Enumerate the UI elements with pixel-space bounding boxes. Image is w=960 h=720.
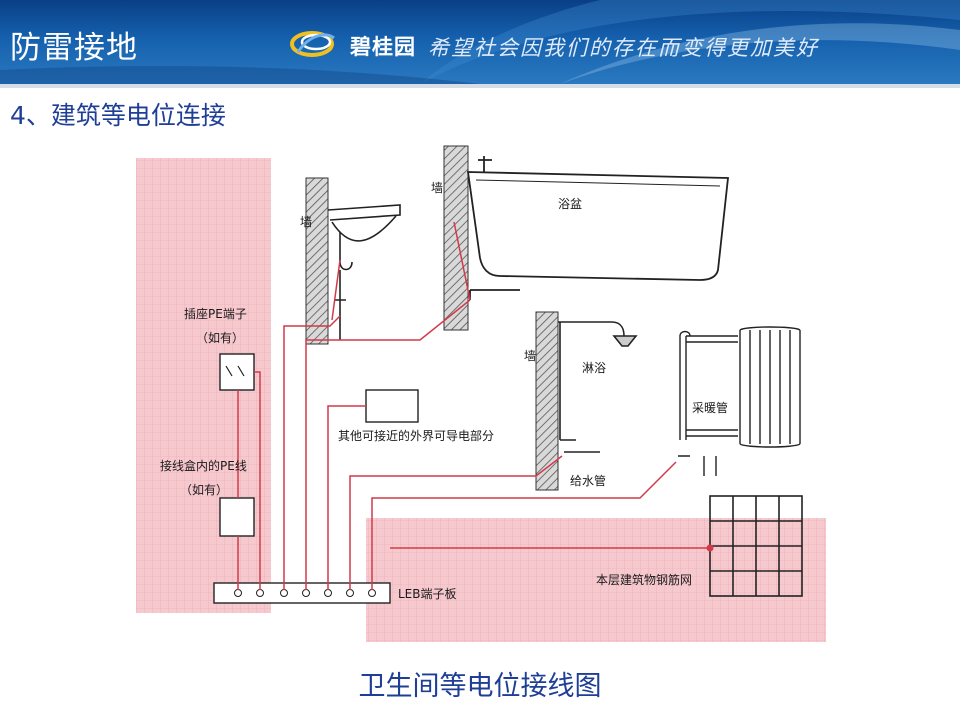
label-wall-1: 墙 <box>300 215 312 229</box>
rebar-connection-point <box>706 544 714 552</box>
label-leb-board: LEB端子板 <box>398 587 457 601</box>
label-heating-pipe: 采暖管 <box>692 400 728 415</box>
label-wall-2: 墙 <box>431 181 443 195</box>
diagram-caption: 卫生间等电位接线图 <box>358 671 602 702</box>
label-rebar-mesh: 本层建筑物钢筋网 <box>596 572 692 587</box>
logo-wordmark: 碧桂园 <box>350 35 416 59</box>
label-other-conductive-parts: 其他可接近的外界可导电部分 <box>338 428 494 443</box>
label-socket-pe-note: （如有） <box>196 330 244 345</box>
header-banner: 防雷接地 碧桂园 希望社会因我们的存在而变得更加美好 <box>0 0 960 84</box>
wall-3-shower <box>535 311 559 491</box>
header-divider <box>0 84 960 88</box>
header-swoosh-decoration <box>0 0 960 84</box>
wall-2-bathtub <box>443 145 469 331</box>
label-wall-3: 墙 <box>524 349 536 363</box>
leb-terminal-board <box>213 582 391 604</box>
wash-basin <box>327 204 401 340</box>
label-junction-pe-note: （如有） <box>180 482 228 497</box>
header-slogan: 希望社会因我们的存在而变得更加美好 <box>428 36 819 60</box>
label-junction-pe: 接线盒内的PE线 <box>160 458 247 473</box>
bonding-conductors <box>237 221 710 590</box>
section-heading: 4、建筑等电位连接 <box>10 101 226 130</box>
bathtub <box>466 156 730 300</box>
label-shower: 淋浴 <box>582 361 606 375</box>
socket-box <box>219 353 255 391</box>
label-water-pipe: 给水管 <box>570 473 606 488</box>
shaded-zone-bottom <box>366 518 826 642</box>
other-conductive-part-box <box>365 389 419 423</box>
wall-1-sink <box>305 177 329 345</box>
label-socket-pe: 插座PE端子 <box>184 306 247 321</box>
country-garden-logo <box>290 31 335 57</box>
shower-fixture <box>558 321 638 453</box>
label-bathtub: 浴盆 <box>558 197 582 211</box>
slide-title: 防雷接地 <box>10 30 138 66</box>
junction-box <box>219 497 255 537</box>
radiator <box>678 326 801 476</box>
